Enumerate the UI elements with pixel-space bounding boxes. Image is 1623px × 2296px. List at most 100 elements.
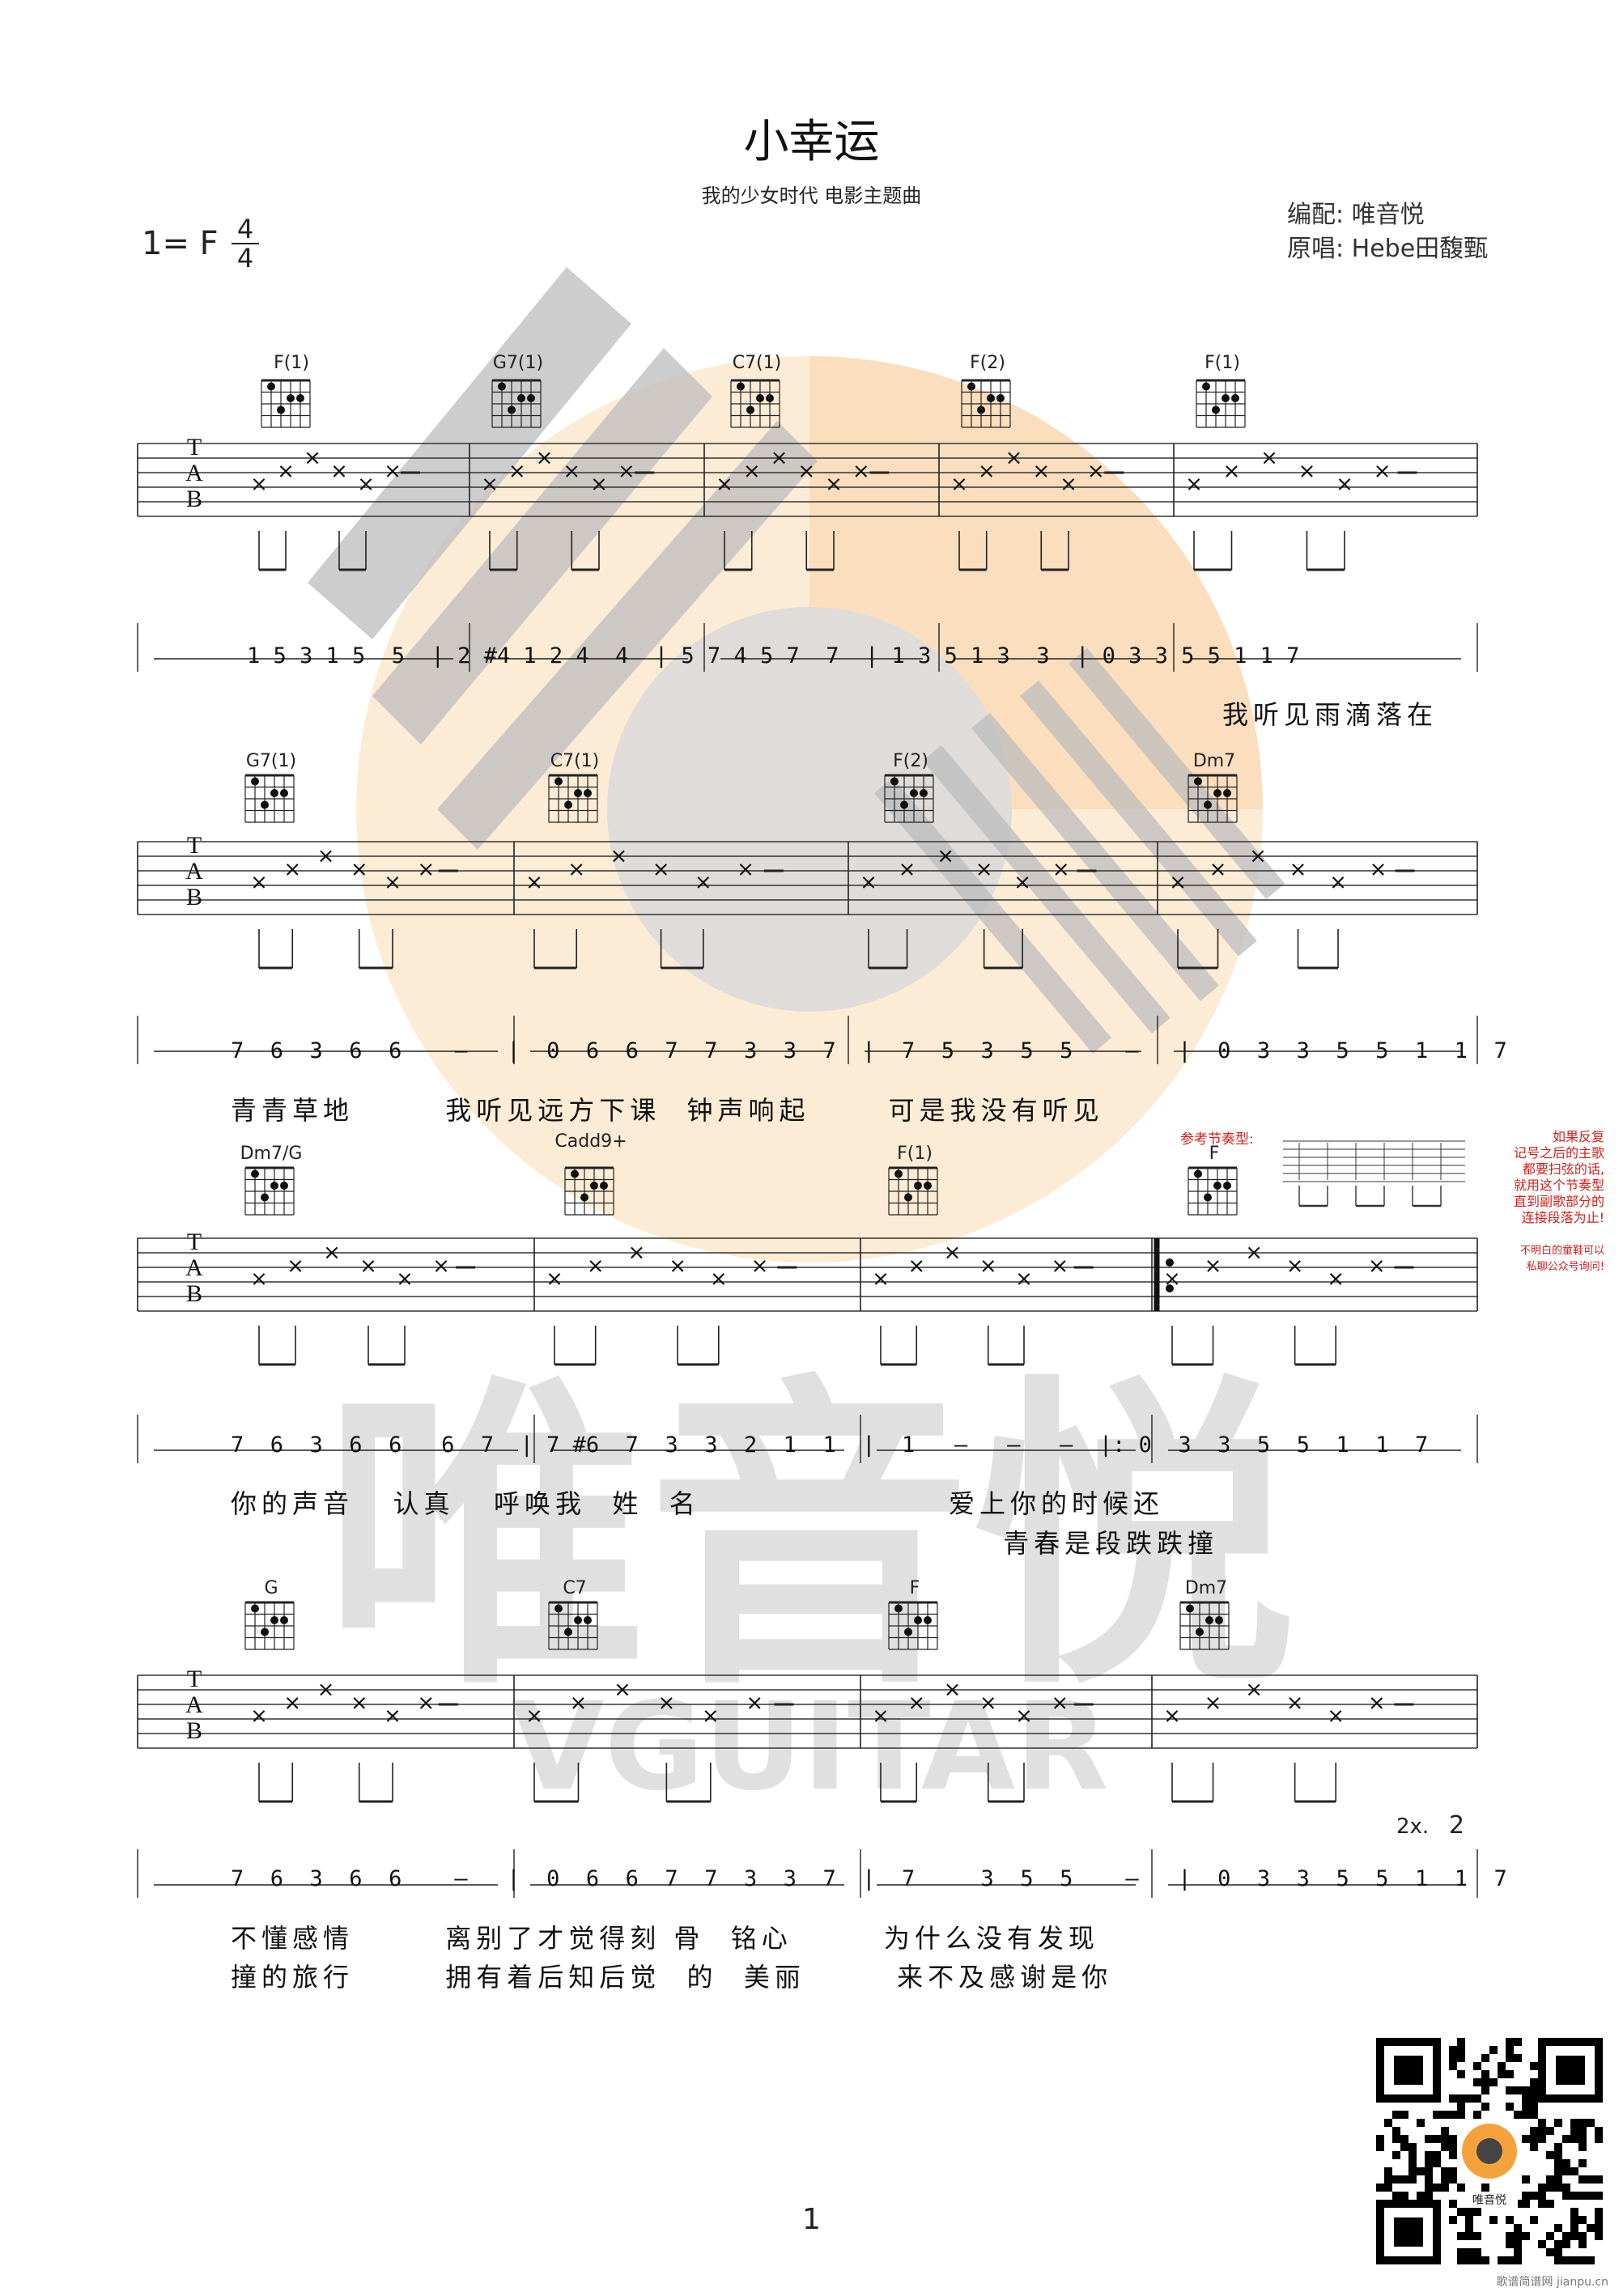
chord-finger-dot xyxy=(280,789,288,797)
qr-module xyxy=(1376,2143,1384,2151)
chord-finger-dot xyxy=(251,777,259,786)
tab-pick-mark: × xyxy=(417,1691,435,1715)
qr-module xyxy=(1562,2184,1570,2192)
tab-pick-mark: × xyxy=(250,1704,268,1729)
qr-module xyxy=(1514,2248,1522,2256)
qr-module xyxy=(1546,2248,1554,2256)
chord-name: C7(1) xyxy=(732,353,782,373)
tab-pick-mark: × xyxy=(396,1267,414,1292)
chord-finger-dot xyxy=(746,405,754,414)
chord-finger-dot xyxy=(894,1604,903,1613)
tab-pick-mark: × xyxy=(536,446,554,470)
qr-module xyxy=(1570,2224,1578,2232)
qr-module xyxy=(1417,2192,1425,2200)
qr-module xyxy=(1394,2217,1423,2247)
chord-finger-dot xyxy=(1194,777,1202,786)
qr-module xyxy=(1578,2240,1587,2248)
lyric-line: 青青草地 我听见远方下课 钟声响起 可是我没有听见 xyxy=(231,1095,1104,1126)
qr-module xyxy=(1433,2111,1441,2119)
tab-pick-mark: × xyxy=(330,459,348,483)
qr-module xyxy=(1514,2224,1522,2232)
qr-module xyxy=(1408,2143,1417,2151)
tab-pick-mark: × xyxy=(432,1254,450,1278)
qr-module xyxy=(1425,2159,1433,2167)
tab-pick-mark: × xyxy=(317,844,335,868)
qr-module xyxy=(1384,2175,1392,2184)
tab-pick-mark: × xyxy=(710,1267,728,1292)
qr-module xyxy=(1530,2086,1538,2094)
qr-module xyxy=(1578,2216,1587,2224)
qr-module xyxy=(1392,2111,1400,2119)
tab-pick-mark: × xyxy=(1163,1267,1181,1292)
qr-module xyxy=(1530,2111,1538,2119)
chord-finger-dot xyxy=(527,394,535,402)
qr-module xyxy=(1578,2192,1587,2200)
qr-module xyxy=(1546,2184,1554,2192)
chord-name: F(1) xyxy=(1205,353,1240,373)
qr-module xyxy=(1498,2256,1506,2264)
qr-module xyxy=(1554,2151,1562,2159)
lyric-line: 我听见雨滴落在 xyxy=(1222,699,1438,730)
qr-module xyxy=(1481,2086,1489,2094)
qr-module xyxy=(1394,2056,1423,2085)
qr-module xyxy=(1570,2135,1578,2143)
tab-clef-letter: T xyxy=(187,434,202,460)
qr-module xyxy=(1392,2135,1400,2143)
tab-pick-mark: × xyxy=(287,1254,304,1278)
tab-pick-mark: × xyxy=(950,473,968,497)
arranger-credit: 编配: 唯音悦 xyxy=(1287,201,1425,229)
qr-code-image xyxy=(1376,2038,1603,2264)
tab-clef-letter: A xyxy=(185,460,203,486)
qr-module xyxy=(1522,2135,1530,2143)
qr-module xyxy=(1376,2135,1384,2143)
qr-module xyxy=(1489,2046,1498,2054)
qr-module xyxy=(1473,2232,1481,2240)
tab-pick-mark: × xyxy=(657,1691,675,1715)
qr-module xyxy=(1570,2232,1578,2240)
qr-code[interactable]: 唯音悦 xyxy=(1376,2038,1603,2264)
tab-pick-mark: × xyxy=(1087,459,1105,483)
tab-pick-mark: × xyxy=(481,473,499,497)
chord-finger-dot xyxy=(517,394,525,402)
qr-module xyxy=(1506,2086,1514,2094)
qr-module xyxy=(1449,2200,1457,2208)
qr-module xyxy=(1473,2256,1481,2264)
chord-name: G xyxy=(264,1578,278,1598)
chord-finger-dot xyxy=(1213,789,1221,797)
qr-module xyxy=(1489,2216,1498,2224)
lyric-line: 撞的旅行 拥有着后知后觉 的 美丽 来不及感谢是你 xyxy=(231,1962,1113,1993)
tab-pick-mark: × xyxy=(937,844,954,868)
tab-pick-mark: × xyxy=(359,1254,377,1278)
qr-module xyxy=(1587,2175,1595,2184)
qr-module xyxy=(1530,2103,1538,2111)
qr-module xyxy=(1465,2216,1473,2224)
qr-module xyxy=(1441,2167,1449,2175)
chord-name: F(2) xyxy=(970,353,1005,373)
chord-finger-dot xyxy=(270,1182,278,1190)
chord-name: F xyxy=(1209,1144,1220,1164)
qr-module xyxy=(1457,2184,1465,2192)
tab-pick-mark: × xyxy=(1370,857,1387,881)
qr-module xyxy=(1457,2038,1465,2046)
page-number: 1 xyxy=(802,2203,821,2236)
qr-module xyxy=(1449,2151,1457,2159)
qr-module xyxy=(1538,2135,1546,2143)
qr-module xyxy=(1578,2135,1587,2143)
qr-module xyxy=(1489,2078,1498,2086)
jianpu-line: 7 6 3 6 6 6 7 | 7 #6 7 3 3 2 1 1 | 1 — —… xyxy=(231,1432,1429,1458)
chord-finger-dot xyxy=(1215,1616,1223,1624)
chord-finger-dot xyxy=(261,1193,269,1202)
tab-pick-mark: × xyxy=(1329,871,1347,895)
chord-name: G7(1) xyxy=(245,751,297,771)
tab-pick-mark: × xyxy=(618,459,635,483)
lyric-line: 不懂感情 离别了才觉得刻 骨 铭心 为什么没有发现 xyxy=(231,1923,1099,1954)
qr-module xyxy=(1400,2143,1408,2151)
qr-module xyxy=(1570,2119,1578,2127)
chord-finger-dot xyxy=(270,789,278,797)
time-sig-top: 4 xyxy=(232,215,259,244)
chord-finger-dot xyxy=(1213,1182,1221,1190)
qr-module xyxy=(1457,2248,1465,2256)
qr-module xyxy=(1425,2175,1433,2184)
chord-finger-dot xyxy=(571,1169,579,1178)
